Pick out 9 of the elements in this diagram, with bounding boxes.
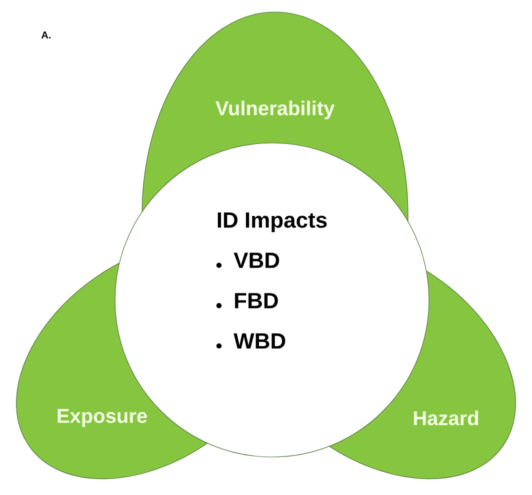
node-label: ID Impacts — [218, 212, 327, 232]
node-label: VBD — [234, 252, 280, 268]
impact-list: ID Impacts VBD FBD WBD — [216, 212, 327, 349]
petal-label: Vulnerability — [216, 100, 335, 120]
panel-label: A. — [41, 32, 50, 38]
petal-label: Exposure — [58, 409, 147, 427]
node-label: FBD — [235, 293, 278, 308]
petal-label: Hazard — [414, 410, 478, 426]
node-label: WBD — [234, 333, 286, 349]
